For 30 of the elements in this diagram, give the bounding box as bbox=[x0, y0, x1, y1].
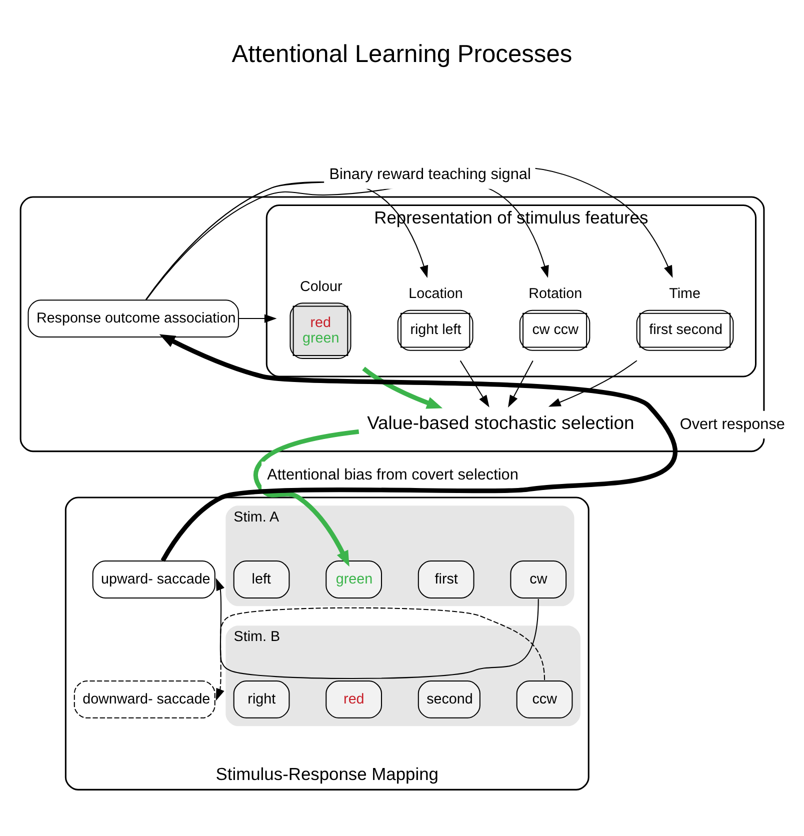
node-box: Response outcome association bbox=[28, 300, 239, 338]
node-label: Location bbox=[408, 286, 463, 302]
diagram-title: Attentional Learning Processes bbox=[232, 40, 572, 68]
node-box: left bbox=[233, 560, 290, 598]
arrow bbox=[216, 607, 546, 701]
node-box: right bbox=[233, 680, 290, 718]
node-box: second bbox=[418, 680, 480, 718]
node-box: first bbox=[418, 560, 474, 598]
arrow bbox=[460, 360, 490, 408]
edge-label: Binary reward teaching signal bbox=[329, 166, 531, 184]
node-box: green bbox=[326, 560, 382, 598]
edge-label: Overt response bbox=[680, 416, 785, 433]
arrow bbox=[362, 366, 443, 409]
node-text: Value-based stochastic selection bbox=[367, 412, 634, 434]
node-box: upward- saccade bbox=[92, 560, 216, 598]
node-label: Rotation bbox=[528, 286, 582, 302]
edge-label: Attentional bias from covert selection bbox=[267, 466, 518, 484]
node-box: downward- saccade bbox=[74, 680, 216, 718]
node-label: Colour bbox=[300, 279, 342, 296]
node-label: Time bbox=[669, 286, 700, 302]
arrow bbox=[159, 334, 677, 562]
arrow bbox=[238, 314, 277, 323]
arrow bbox=[216, 578, 539, 679]
arrow bbox=[548, 360, 638, 407]
arrow bbox=[508, 360, 534, 408]
node-box: cw bbox=[510, 560, 567, 598]
arrow bbox=[146, 166, 673, 300]
node-box: ccw bbox=[516, 680, 573, 718]
arrow bbox=[253, 429, 360, 567]
node-box: red bbox=[326, 680, 382, 718]
